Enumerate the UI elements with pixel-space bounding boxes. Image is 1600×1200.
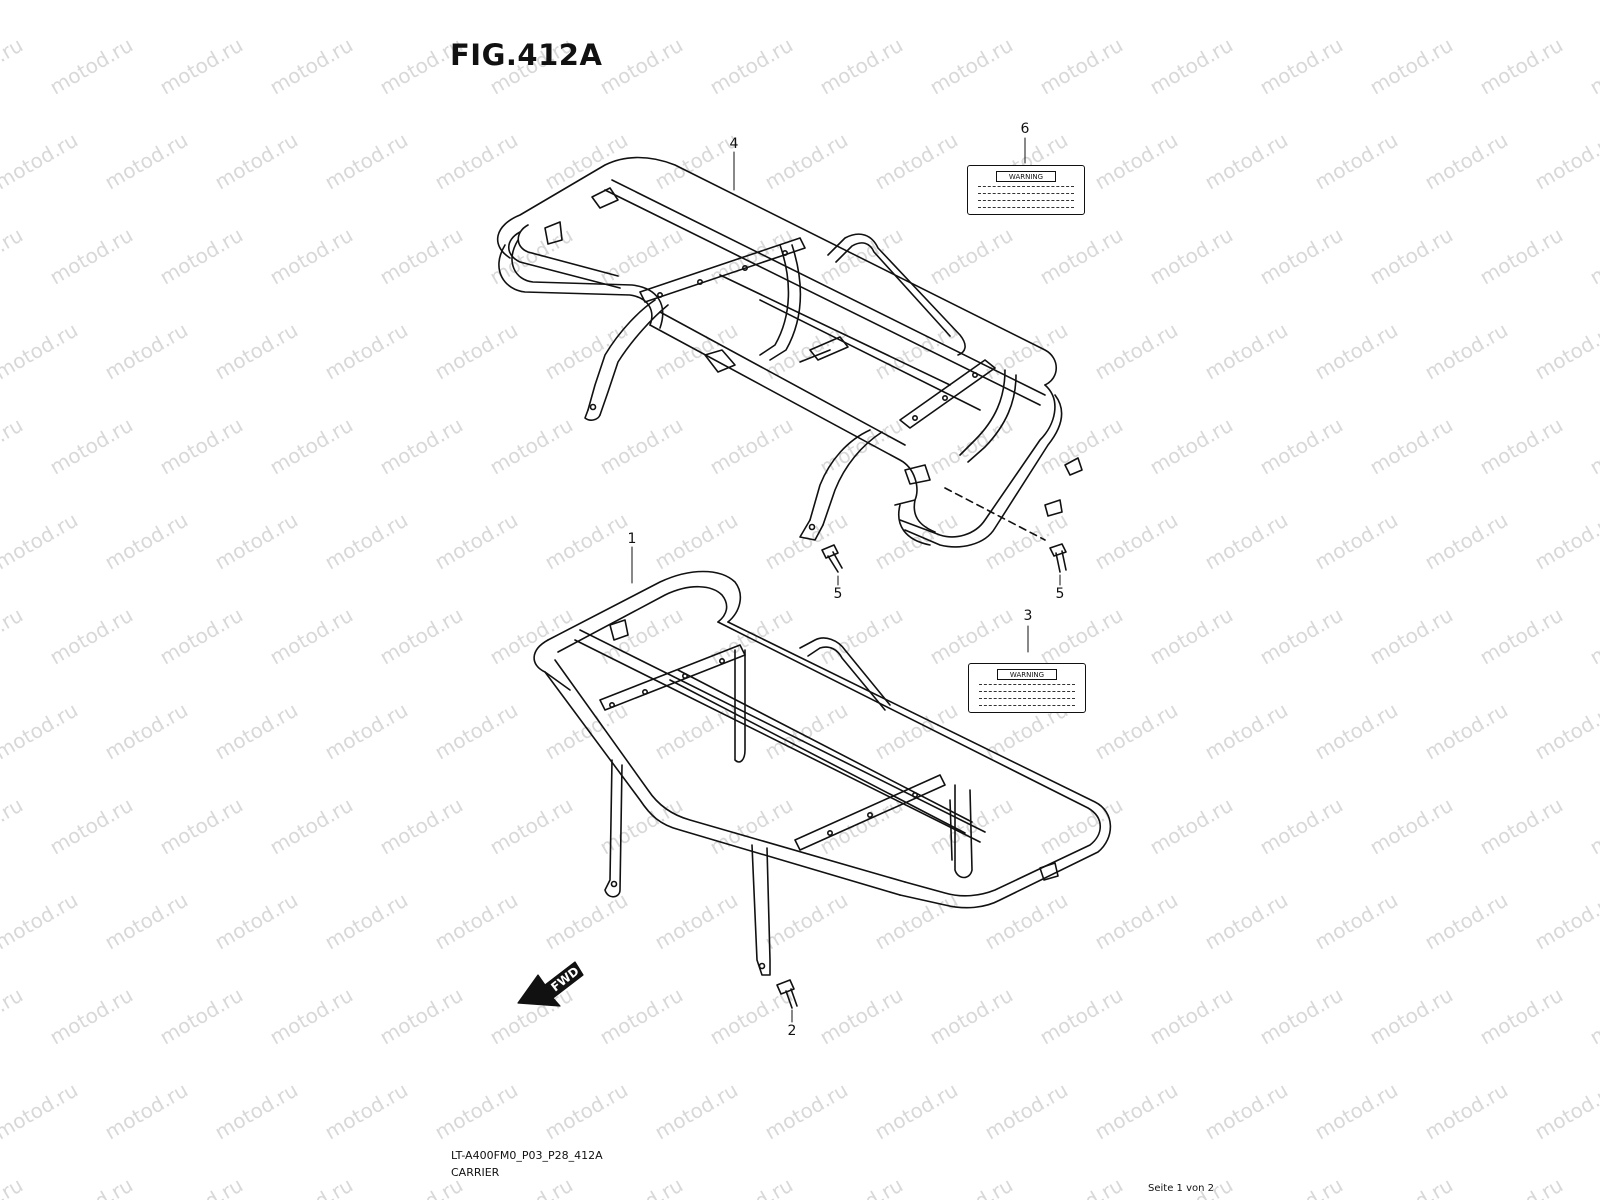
bolt-front <box>776 979 798 1009</box>
bolt-rear-right <box>1049 543 1067 573</box>
warning-label-rear: WARNING <box>967 165 1085 215</box>
bolt-rear-left <box>821 544 843 573</box>
callout-warning-label-front: 3 <box>1023 608 1033 624</box>
leader-lines <box>631 137 1061 1023</box>
warning-label-rear-text: WARNING <box>1008 173 1044 181</box>
callout-front-carrier: 1 <box>627 531 637 547</box>
fwd-arrow-icon: FWD <box>517 961 584 1007</box>
rear-carrier <box>496 156 1083 548</box>
figure-title: FIG.412A <box>450 38 603 72</box>
callout-bolt-rear-right: 5 <box>1055 586 1065 602</box>
callout-rear-carrier: 4 <box>729 136 739 152</box>
callout-bolt-front: 2 <box>787 1023 797 1039</box>
callout-warning-label-rear: 6 <box>1020 121 1030 137</box>
drawing-name: CARRIER <box>451 1166 500 1179</box>
page-indicator: Seite 1 von 2 <box>1148 1183 1214 1194</box>
warning-label-front-text: WARNING <box>1009 671 1045 679</box>
warning-label-front: WARNING <box>968 663 1086 713</box>
callout-bolt-rear-left: 5 <box>833 586 843 602</box>
front-carrier <box>533 570 1112 976</box>
drawing-code: LT-A400FM0_P03_P28_412A <box>451 1149 603 1162</box>
